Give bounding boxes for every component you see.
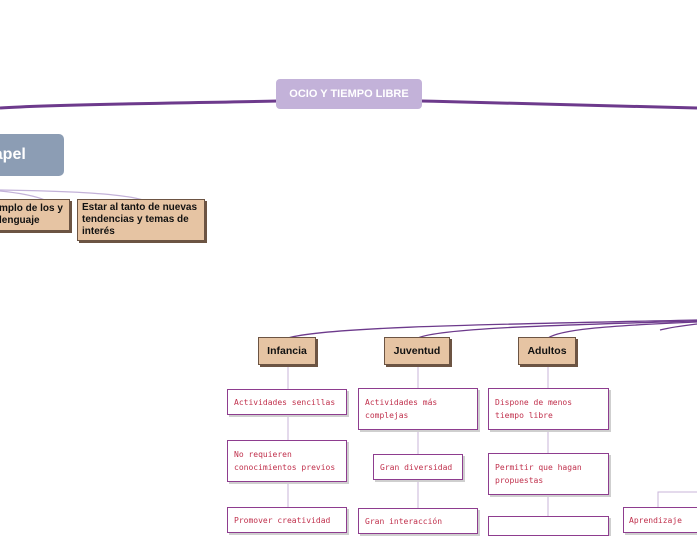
connector-stage-adultos	[547, 321, 697, 339]
stage-juventud[interactable]: Juventud	[384, 337, 450, 365]
right-partial-node[interactable]: Aprendizaje	[623, 507, 697, 533]
stage-infancia[interactable]: Infancia	[258, 337, 316, 365]
infancia-item-1-text: Actividades sencillas	[234, 398, 336, 407]
connector-right-partial	[657, 491, 697, 507]
adultos-item-1[interactable]: Dispone de menos tiempo libre	[488, 388, 609, 430]
adultos-item-2-text: Permitir que hagan propuestas	[495, 463, 582, 485]
infancia-item-2-text: No requieren conocimientos previos	[234, 450, 336, 472]
left-branch-label: papel	[0, 146, 26, 163]
juventud-item-1-text: Actividades más complejas	[365, 398, 438, 420]
connector-branch-child-2	[0, 189, 144, 201]
juventud-item-1[interactable]: Actividades más complejas	[358, 388, 478, 430]
juventud-item-2-text: Gran diversidad	[380, 463, 453, 472]
infancia-item-3[interactable]: Promover creatividad	[227, 507, 347, 533]
subtopic-language-text: mplo de los y lenguaje	[0, 203, 63, 226]
right-partial-text: Aprendizaje	[629, 516, 682, 525]
subtopic-trends-text: Estar al tanto de nuevas tendencias y te…	[82, 202, 198, 237]
juventud-item-3-text: Gran interacción	[365, 517, 443, 526]
infancia-item-2[interactable]: No requieren conocimientos previos	[227, 440, 347, 482]
stage-infancia-label: Infancia	[267, 345, 307, 357]
connector-lines	[0, 99, 697, 520]
stage-juventud-label: Juventud	[393, 345, 441, 357]
subtopic-trends[interactable]: Estar al tanto de nuevas tendencias y te…	[77, 199, 205, 241]
infancia-item-1[interactable]: Actividades sencillas	[227, 389, 347, 415]
connector-stage-infancia	[287, 319, 697, 339]
stage-adultos[interactable]: Adultos	[518, 337, 576, 365]
adultos-item-2[interactable]: Permitir que hagan propuestas	[488, 453, 609, 495]
left-branch-topic[interactable]: papel	[0, 134, 64, 176]
central-topic[interactable]: OCIO Y TIEMPO LIBRE	[276, 79, 422, 109]
infancia-item-3-text: Promover creatividad	[234, 516, 331, 525]
subtopic-language[interactable]: mplo de los y lenguaje	[0, 199, 70, 231]
connector-stage-juventud	[417, 320, 697, 339]
connector-stage-extra	[659, 323, 697, 331]
stage-adultos-label: Adultos	[527, 345, 567, 357]
juventud-item-3[interactable]: Gran interacción	[358, 508, 478, 534]
adultos-item-3-partial[interactable]	[488, 516, 609, 536]
connector-central-right	[420, 99, 697, 110]
connector-central-left	[0, 99, 279, 110]
juventud-item-2[interactable]: Gran diversidad	[373, 454, 463, 480]
adultos-item-1-text: Dispone de menos tiempo libre	[495, 398, 573, 420]
central-topic-label: OCIO Y TIEMPO LIBRE	[289, 88, 409, 100]
